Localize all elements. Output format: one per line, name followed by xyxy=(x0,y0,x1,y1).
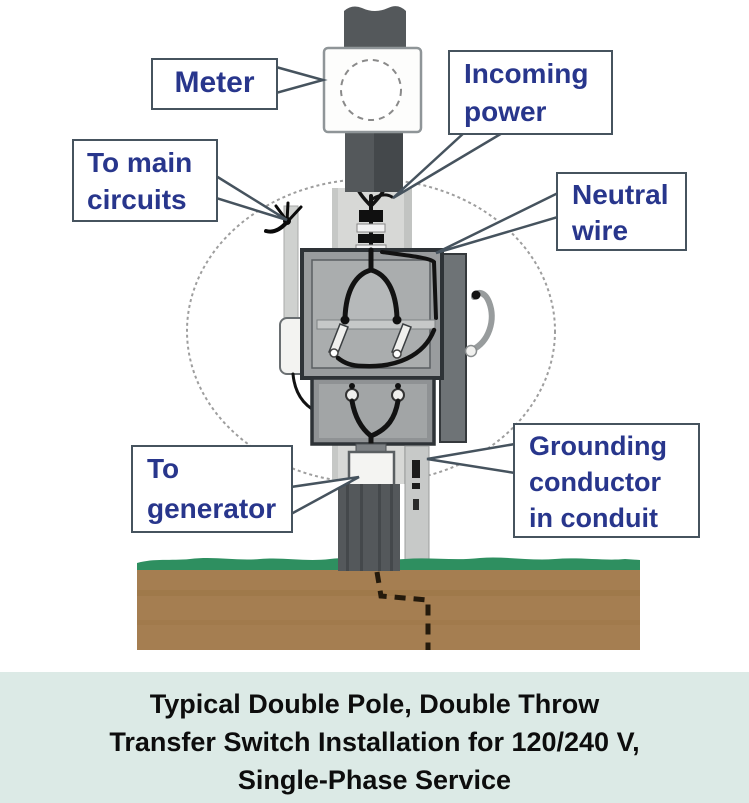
caption-line: Transfer Switch Installation for 120/240… xyxy=(109,727,640,757)
callout-line: circuits xyxy=(87,184,187,215)
caption-line: Typical Double Pole, Double Throw xyxy=(149,689,600,719)
grounding-conduit xyxy=(404,445,430,571)
callout-line: in conduit xyxy=(529,503,658,533)
transfer-switch-diagram xyxy=(137,6,640,650)
callout-to-generator: To generator xyxy=(131,445,293,533)
callout-line: power xyxy=(464,96,547,127)
to-main-circuits-leader xyxy=(214,173,288,222)
callout-line: To main xyxy=(87,147,193,178)
callout-line: generator xyxy=(147,493,277,524)
incoming-power-leader xyxy=(392,130,509,200)
callout-line: wire xyxy=(572,215,629,246)
callout-line: To xyxy=(147,453,180,484)
hook-wire xyxy=(464,289,495,358)
callout-neutral-wire: Neutral wire xyxy=(556,172,687,251)
meter-box xyxy=(322,46,423,134)
callout-meter-label: Meter xyxy=(174,66,255,99)
callout-line: conductor xyxy=(529,467,661,497)
generator-connection-box xyxy=(347,450,396,492)
utility-pole-lower xyxy=(338,484,400,571)
meter-dial-icon xyxy=(340,59,402,121)
transfer-switch-box xyxy=(300,247,467,455)
caption-line: Single-Phase Service xyxy=(237,765,512,795)
meter-leader xyxy=(274,65,328,95)
callout-incoming-power: Incoming power xyxy=(448,50,613,135)
ground xyxy=(137,557,640,650)
callout-grounding-conductor: Grounding conductor in conduit xyxy=(513,423,700,538)
callout-line: Grounding xyxy=(529,431,667,461)
callout-meter: Meter xyxy=(151,58,278,110)
figure-caption: Typical Double Pole, Double Throw Transf… xyxy=(0,672,749,803)
callout-line: Neutral xyxy=(572,179,669,210)
utility-pole-upper xyxy=(344,6,406,192)
underground-ground-wire xyxy=(374,571,431,650)
callout-line: Incoming xyxy=(464,58,589,89)
callout-to-main-circuits: To main circuits xyxy=(72,139,218,222)
